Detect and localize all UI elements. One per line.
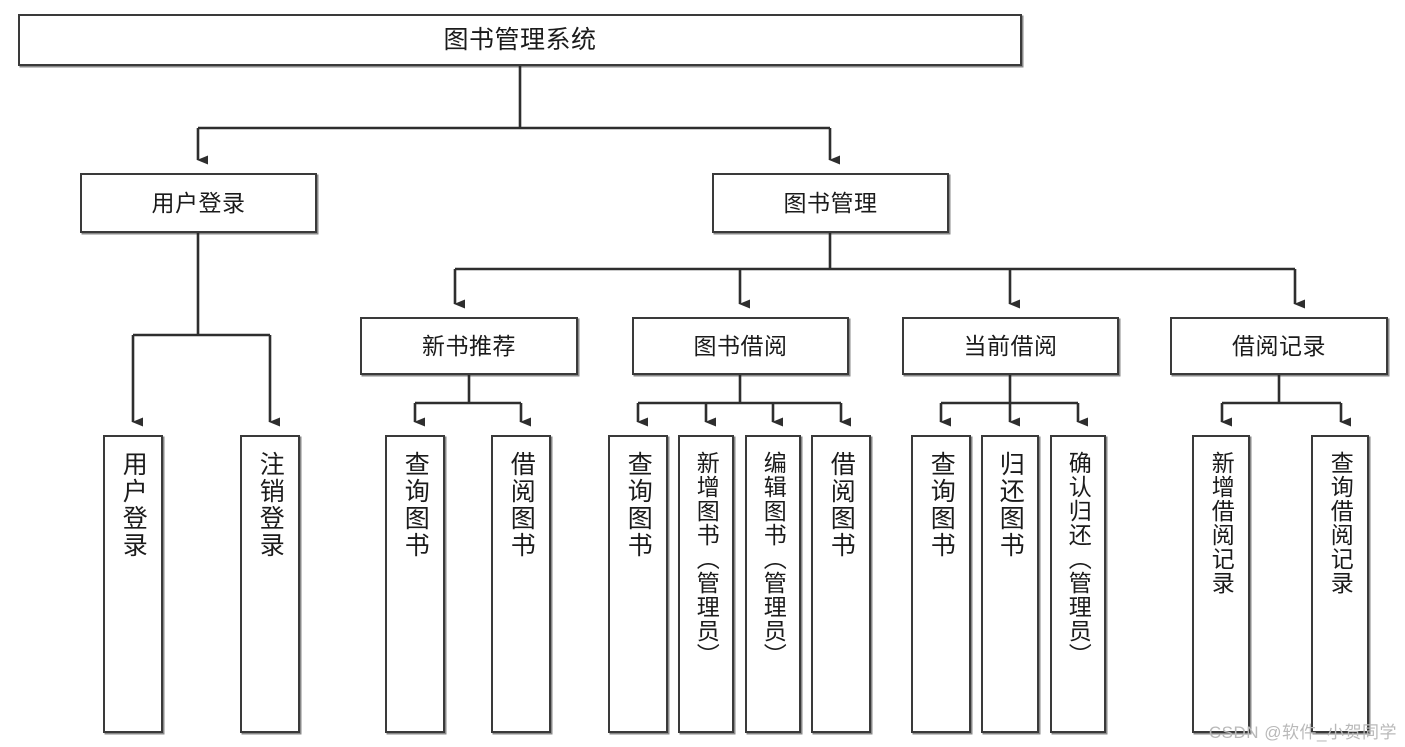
node-book-borrow[interactable]: 图书借阅 (632, 317, 849, 375)
node-label: 归还图书 (996, 451, 1025, 559)
node-label: 新增借阅记录 (1208, 451, 1235, 595)
node-root-system[interactable]: 图书管理系统 (18, 14, 1022, 66)
node-label: 查询借阅记录 (1327, 451, 1354, 595)
node-label: 确认归还（管理员） (1065, 451, 1092, 667)
leaf-add-book-admin[interactable]: 新增图书（管理员） (678, 435, 734, 733)
node-user-login[interactable]: 用户登录 (80, 173, 317, 233)
node-label: 图书管理系统 (443, 25, 597, 54)
leaf-query-books-current[interactable]: 查询图书 (911, 435, 971, 733)
node-label: 查询图书 (927, 451, 956, 559)
csdn-watermark: CSDN @软件_小贺同学 (1208, 723, 1397, 742)
leaf-borrow-books-recommend[interactable]: 借阅图书 (491, 435, 551, 733)
node-label: 借阅记录 (1232, 332, 1326, 359)
leaf-query-books-recommend[interactable]: 查询图书 (385, 435, 445, 733)
leaf-query-books-borrow[interactable]: 查询图书 (608, 435, 668, 733)
node-label: 新书推荐 (422, 332, 516, 359)
node-label: 图书管理 (783, 189, 878, 216)
leaf-user-login[interactable]: 用户登录 (103, 435, 163, 733)
leaf-add-borrow-record[interactable]: 新增借阅记录 (1192, 435, 1250, 733)
node-label: 图书借阅 (693, 332, 788, 359)
node-label: 用户登录 (119, 451, 148, 559)
node-label: 查询图书 (401, 451, 430, 559)
node-book-management[interactable]: 图书管理 (712, 173, 949, 233)
leaf-edit-book-admin[interactable]: 编辑图书（管理员） (745, 435, 801, 733)
node-label: 借阅图书 (507, 451, 536, 559)
leaf-confirm-return-admin[interactable]: 确认归还（管理员） (1050, 435, 1106, 733)
leaf-return-books[interactable]: 归还图书 (981, 435, 1039, 733)
leaf-logout[interactable]: 注销登录 (240, 435, 300, 733)
leaf-query-borrow-record[interactable]: 查询借阅记录 (1311, 435, 1369, 733)
node-label: 借阅图书 (827, 451, 856, 559)
node-label: 当前借阅 (963, 332, 1058, 359)
node-label: 用户登录 (151, 189, 246, 216)
node-new-book-recommend[interactable]: 新书推荐 (360, 317, 578, 375)
node-label: 新增图书（管理员） (693, 451, 720, 667)
node-current-borrow[interactable]: 当前借阅 (902, 317, 1119, 375)
leaf-borrow-books[interactable]: 借阅图书 (811, 435, 871, 733)
node-label: 注销登录 (256, 451, 285, 559)
node-borrow-records[interactable]: 借阅记录 (1170, 317, 1388, 375)
node-label: 查询图书 (624, 451, 653, 559)
node-label: 编辑图书（管理员） (760, 451, 787, 667)
